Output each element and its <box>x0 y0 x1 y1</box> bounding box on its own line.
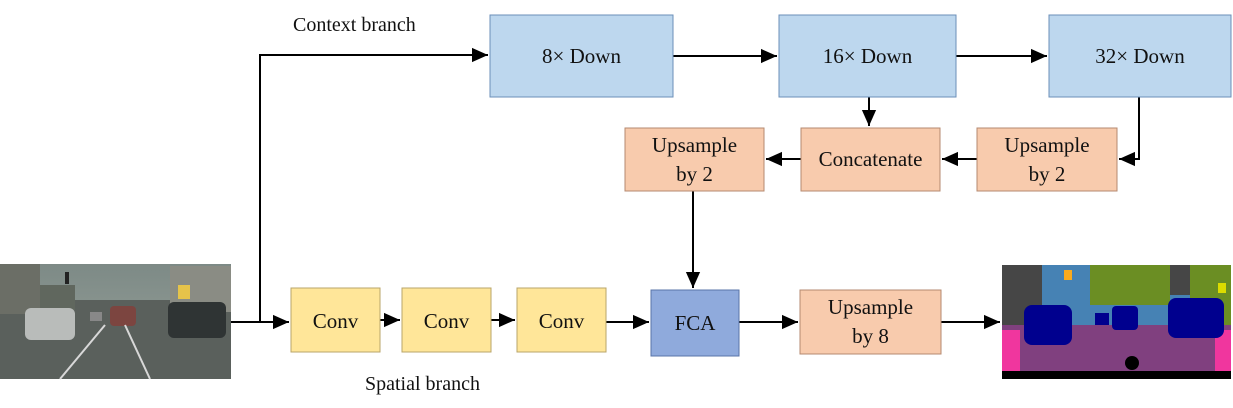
block-16x-down: 16× Down <box>778 14 957 98</box>
spatial-branch-label: Spatial branch <box>365 373 480 395</box>
block-conv-1: Conv <box>290 287 381 353</box>
block-32x-down: 32× Down <box>1048 14 1232 98</box>
context-branch-label: Context branch <box>293 14 416 36</box>
block-concatenate: Concatenate <box>800 127 941 192</box>
edge-down32-to-upsample-right <box>1119 97 1140 167</box>
block-upsample-by-2-left: Upsample by 2 <box>624 127 765 192</box>
svg-text:Conv: Conv <box>313 309 359 333</box>
output-segmentation-image <box>1002 265 1231 379</box>
block-conv-2: Conv <box>401 287 492 353</box>
svg-text:32× Down: 32× Down <box>1095 44 1185 68</box>
edge-input-to-down8 <box>259 47 488 322</box>
svg-text:by 2: by 2 <box>1029 162 1066 186</box>
svg-text:FCA: FCA <box>675 311 717 335</box>
svg-text:Conv: Conv <box>539 309 585 333</box>
svg-text:Upsample: Upsample <box>828 295 913 319</box>
svg-text:Upsample: Upsample <box>1004 133 1089 157</box>
svg-text:by 2: by 2 <box>676 162 713 186</box>
svg-text:by 8: by 8 <box>852 324 889 348</box>
edges <box>231 47 1140 330</box>
svg-text:Concatenate: Concatenate <box>819 147 923 171</box>
block-upsample-by-2-right: Upsample by 2 <box>976 127 1118 192</box>
input-image <box>0 264 231 380</box>
block-fca: FCA <box>650 289 740 357</box>
block-8x-down: 8× Down <box>489 14 674 98</box>
svg-text:Conv: Conv <box>424 309 470 333</box>
svg-text:8× Down: 8× Down <box>542 44 621 68</box>
svg-text:Upsample: Upsample <box>652 133 737 157</box>
block-conv-3: Conv <box>516 287 607 353</box>
block-upsample-by-8: Upsample by 8 <box>799 289 942 355</box>
svg-text:16× Down: 16× Down <box>823 44 913 68</box>
